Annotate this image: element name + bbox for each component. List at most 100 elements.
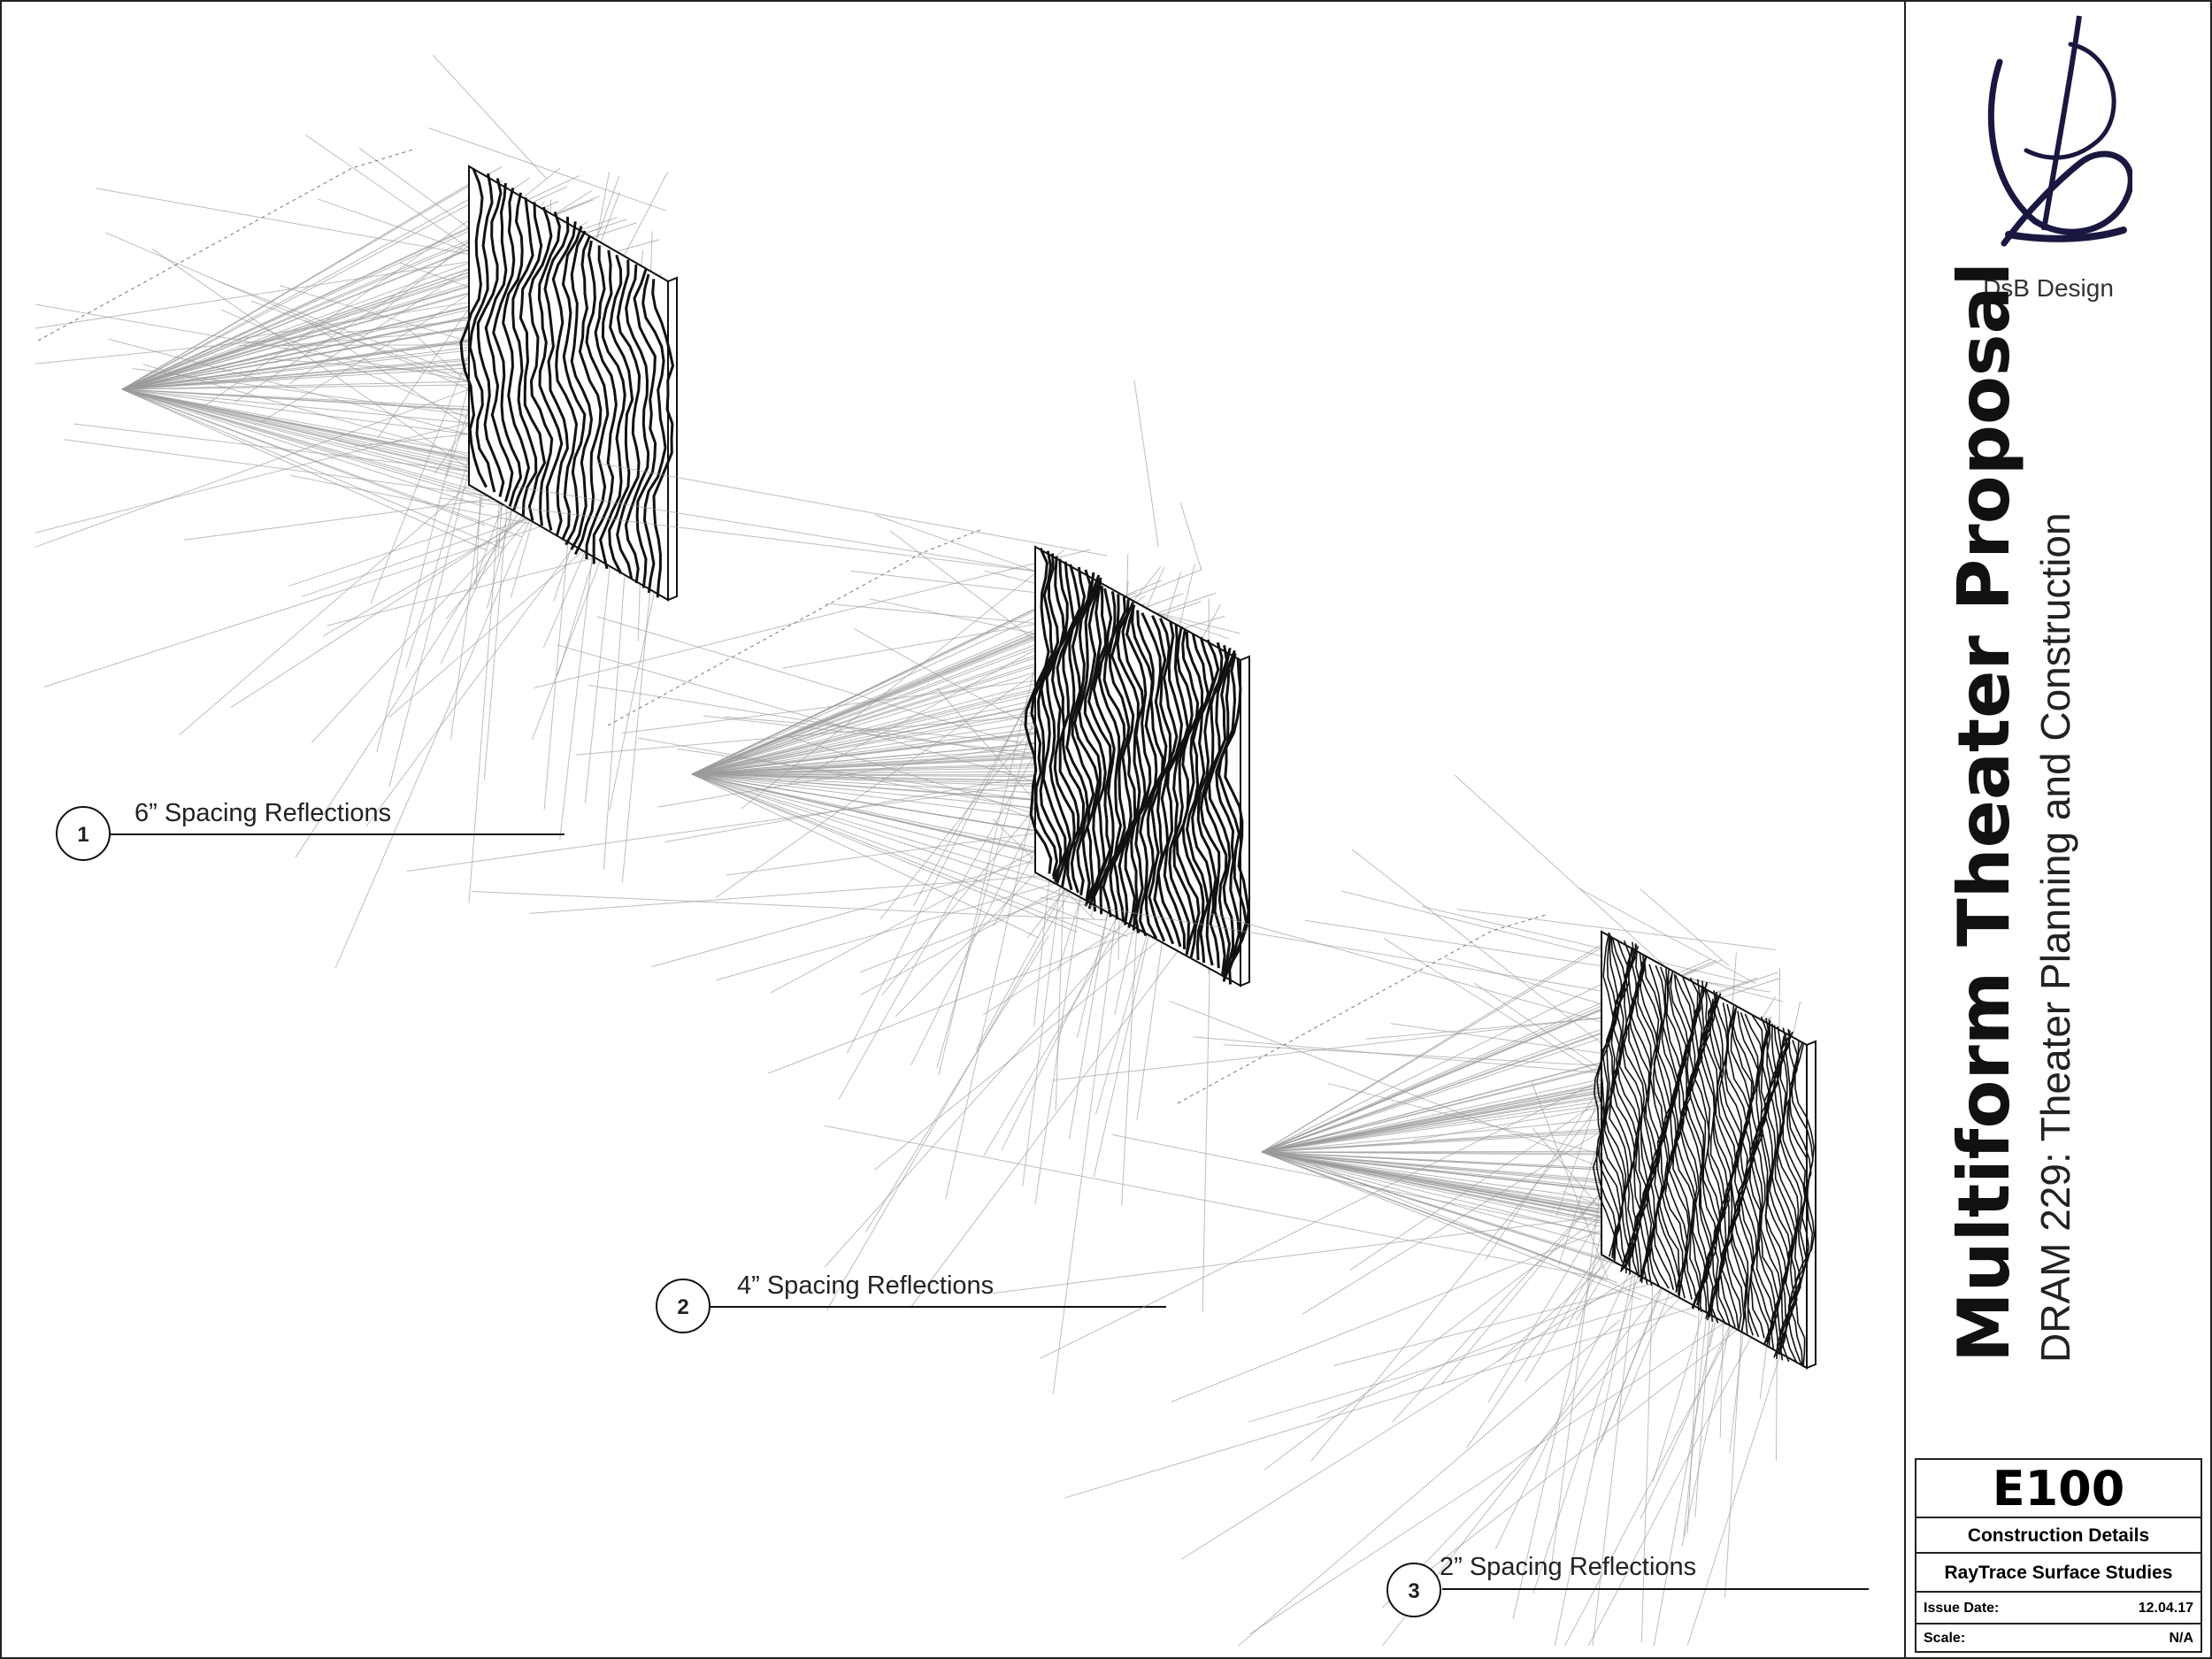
panel-contour (528, 206, 554, 526)
reflected-ray (151, 248, 473, 472)
panel-contour (1156, 620, 1184, 948)
panel-contour (1749, 1019, 1774, 1343)
reflected-ray (35, 358, 552, 548)
raytrace-study-2 (406, 380, 1250, 1394)
panel-contour (1030, 550, 1059, 877)
incident-ray (691, 773, 1122, 904)
reflected-ray (1686, 1316, 1793, 1647)
panel-contour (585, 240, 610, 560)
title-strip-divider (1904, 0, 1906, 1659)
incident-ray (1261, 1024, 1616, 1153)
panel-contour (1634, 956, 1662, 1281)
panel-contour (1776, 1035, 1803, 1359)
panel-contour (1163, 623, 1189, 949)
figure-3-bubble (1386, 1563, 1441, 1617)
panel-contour (1131, 607, 1158, 933)
panel-contour (1679, 981, 1708, 1306)
panel-contour (1191, 639, 1220, 966)
reflected-ray (716, 872, 1094, 981)
panel-contour (1630, 956, 1659, 1279)
panel-contour (1168, 626, 1194, 953)
reflected-ray (35, 317, 494, 365)
incident-ray (121, 252, 496, 390)
incident-ray (691, 597, 1058, 775)
panel-contour (1050, 561, 1076, 888)
incident-ray (121, 388, 471, 460)
panel-contour (1720, 1005, 1750, 1329)
reflected-ray (1640, 888, 1730, 967)
panel-contour (616, 259, 641, 579)
panel-contour (459, 168, 488, 488)
panel-contour (1199, 644, 1228, 972)
reflected-ray (741, 549, 1065, 810)
panel-contour (1655, 968, 1682, 1292)
panel-contour (1073, 574, 1101, 902)
reflected-ray (1133, 380, 1159, 548)
incident-ray (1261, 1151, 1639, 1225)
panel-contour (492, 188, 523, 507)
panel-contour (1681, 983, 1709, 1307)
panel-contour (1110, 596, 1137, 923)
panel-contour (1215, 652, 1240, 979)
drawing-area: 123 (35, 55, 1869, 1647)
panel-contour (1045, 558, 1072, 886)
incident-ray (1261, 1000, 1608, 1153)
panel-contour (1738, 1014, 1765, 1339)
incident-ray (691, 595, 1083, 775)
reflected-ray (472, 891, 1107, 921)
scale-label: Scale: (1924, 1631, 1966, 1646)
reflected-ray (826, 888, 1072, 1311)
incident-ray (121, 388, 515, 489)
reflected-ray (703, 715, 1057, 757)
panel-contour (1703, 995, 1732, 1319)
reflected-ray (1054, 1007, 1686, 1081)
figure-3-number: 3 (1408, 1579, 1419, 1603)
panel-contour (1774, 1031, 1798, 1356)
panel-contour (1175, 631, 1204, 958)
reflected-ray (910, 933, 1191, 1307)
incident-ray (691, 675, 1066, 775)
reflected-ray (575, 710, 1097, 756)
reflected-ray (1179, 502, 1202, 571)
panel-contour (1203, 647, 1232, 974)
reflected-ray (1249, 1274, 1799, 1635)
reflected-ray (767, 906, 1200, 1074)
incident-ray (121, 388, 495, 474)
reflected-ray (782, 618, 1066, 669)
panel-contour (608, 254, 634, 574)
panel-contour (1092, 586, 1116, 912)
incident-ray (1261, 1151, 1642, 1301)
reflected-ray (376, 328, 483, 753)
reflected-ray (1587, 1320, 1761, 1647)
panel-contour (1116, 599, 1141, 926)
reflected-ray (428, 127, 667, 211)
incident-ray (121, 388, 517, 510)
panel-contour (518, 202, 547, 521)
incident-ray (121, 304, 534, 390)
panel-contour (1702, 994, 1731, 1318)
incident-ray (691, 773, 1104, 938)
reflected-ray (369, 167, 561, 322)
reflected-ray (865, 935, 1049, 1233)
panel-contour (641, 273, 667, 594)
incident-ray (1261, 1093, 1652, 1153)
panel-contour (561, 226, 587, 546)
reflected-ray (1454, 774, 1673, 974)
panel-contour (1224, 658, 1250, 985)
title-block: E100 Construction Details RayTrace Surfa… (1915, 1458, 2202, 1653)
project-title: Multiform Theater Proposal (1943, 262, 2025, 1363)
raytrace-study-1 (35, 55, 678, 969)
figure-1-bubble (56, 806, 111, 861)
reflected-ray (1341, 890, 1784, 1002)
incident-ray (691, 773, 1156, 926)
reflected-ray (534, 549, 1091, 688)
panel-contour (1612, 944, 1638, 1269)
reflected-ray (556, 644, 1077, 794)
incident-ray (121, 388, 523, 465)
sheet-number: E100 (1916, 1460, 2200, 1518)
figure-3-label: 2” Spacing Reflections (1440, 1553, 1697, 1581)
reflected-ray (603, 526, 629, 871)
incident-ray (1261, 941, 1611, 1153)
figure-1-label: 6” Spacing Reflections (134, 799, 392, 827)
reflected-ray (1381, 1253, 1723, 1609)
